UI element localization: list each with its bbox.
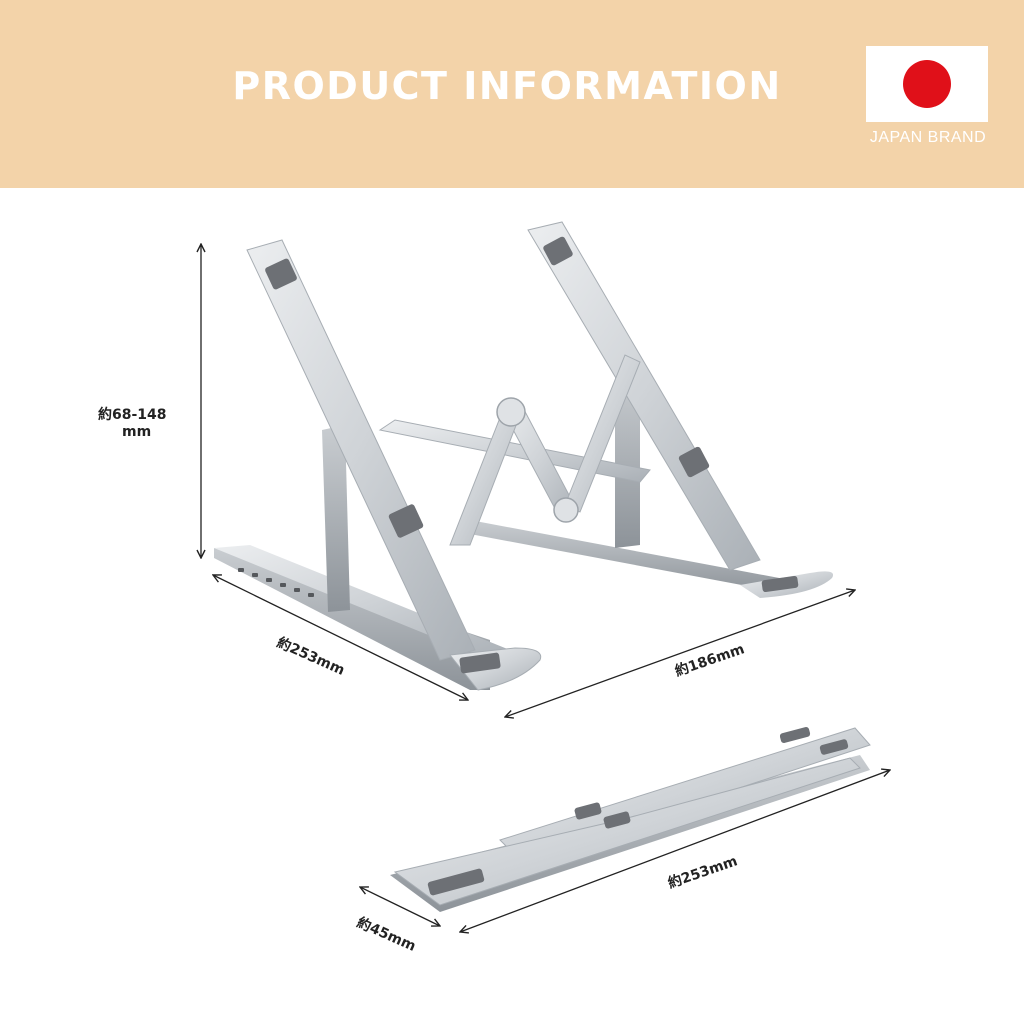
vent-hole (308, 593, 314, 597)
base-width-dimension-line (505, 590, 855, 717)
vent-hole (280, 583, 286, 587)
right-support-leg (615, 372, 640, 548)
right-arm-mid-pad (678, 446, 710, 478)
page-title: PRODUCT INFORMATION (232, 64, 782, 108)
right-arm (527, 221, 761, 571)
vent-hole (238, 568, 244, 572)
left-arm-top-pad (265, 258, 297, 290)
height-dimension-label: 約68-148 (98, 407, 167, 423)
vent-hole (294, 588, 300, 592)
left-foot-pad (459, 652, 501, 674)
vent-hole (252, 573, 258, 577)
folded-stand (390, 726, 871, 912)
left-support-leg (322, 425, 350, 612)
header-banner: PRODUCT INFORMATION JAPAN BRAND (0, 0, 1024, 188)
hinge-joint-top (496, 397, 526, 427)
open-stand (214, 221, 834, 691)
height-dimension-unit: mm (122, 424, 152, 440)
vent-hole (266, 578, 272, 582)
folded-pad (427, 868, 485, 896)
folded-thickness-dimension-line (360, 887, 440, 926)
right-base-rail (470, 520, 790, 594)
folded-pad (819, 739, 849, 755)
right-arm-top-pad (543, 236, 573, 266)
base-length-dimension-line (213, 575, 468, 700)
japan-flag-icon (866, 46, 988, 122)
folded-length-dimension-line (460, 770, 890, 932)
brand-label: JAPAN BRAND (869, 129, 987, 146)
right-foot-pad (761, 575, 799, 593)
flag-red-disc (903, 60, 951, 108)
folded-pad (779, 726, 811, 744)
base-vent-holes (238, 568, 314, 597)
dimension-lines (201, 244, 890, 932)
folded-middle-plate (393, 757, 861, 906)
folded-pad (603, 811, 631, 829)
folded-pad (574, 802, 602, 820)
left-arm-mid-pad (388, 504, 424, 538)
hinge-joint-mid (553, 497, 579, 523)
left-arm (246, 239, 476, 661)
